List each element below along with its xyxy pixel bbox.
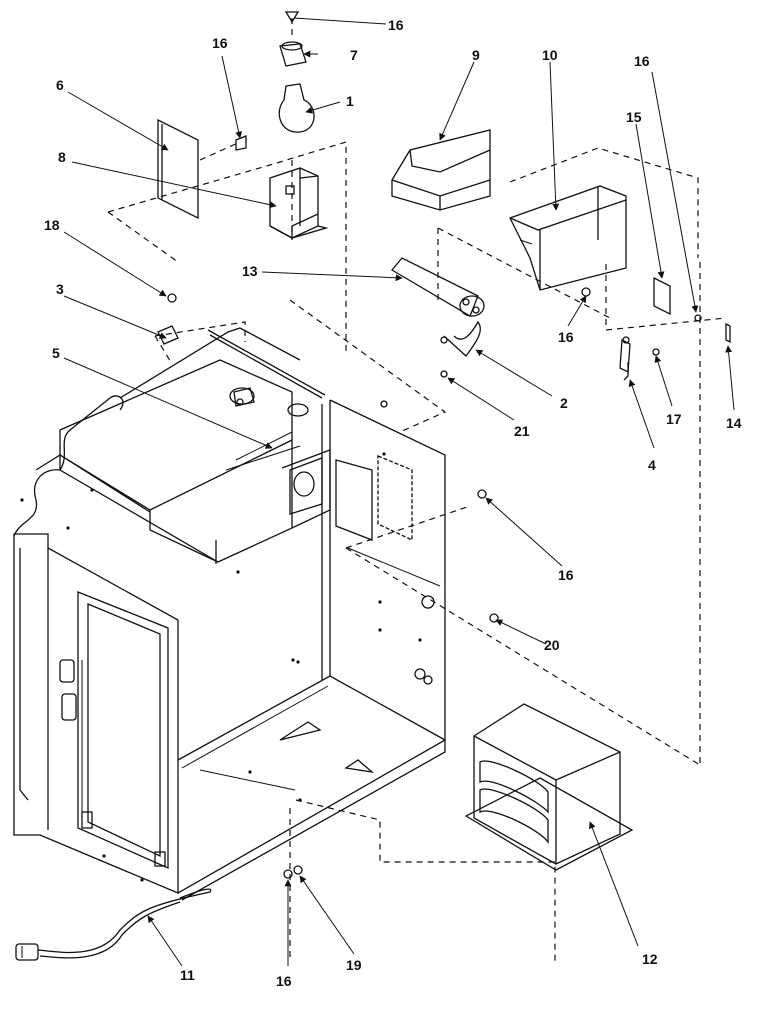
air-duct [391, 129, 491, 211]
callout-14: 14 [726, 415, 742, 431]
callout-3: 3 [56, 281, 64, 297]
callout-21: 21 [514, 423, 530, 439]
callout-12: 12 [642, 951, 658, 967]
lamp-parts [278, 41, 315, 133]
callout-2: 2 [560, 395, 568, 411]
callout-16-right-mid: 16 [558, 329, 574, 345]
transformer [464, 703, 634, 871]
power-cord [15, 888, 212, 961]
assembly-dashed-lines [107, 18, 727, 965]
callout-13: 13 [242, 263, 258, 279]
callout-6: 6 [56, 77, 64, 93]
callout-16-bottom: 16 [276, 973, 292, 989]
callout-20: 20 [544, 637, 560, 653]
cabinet-chassis [13, 327, 446, 901]
callout-labels: 16 7 16 9 10 16 6 1 15 8 18 13 3 16 5 2 … [44, 17, 742, 989]
leader-lines [63, 17, 735, 967]
callout-16-right-low: 16 [558, 567, 574, 583]
callout-17: 17 [666, 411, 682, 427]
cover-plate [157, 118, 199, 220]
screws [157, 11, 702, 879]
small-components [619, 276, 731, 381]
callout-8: 8 [58, 149, 66, 165]
callout-18: 18 [44, 217, 60, 233]
callout-11: 11 [180, 967, 195, 983]
lamp-bracket [269, 167, 329, 239]
callout-5: 5 [52, 345, 60, 361]
callout-16-upper-right: 16 [634, 53, 650, 69]
callout-10: 10 [542, 47, 558, 63]
capacitor [391, 257, 485, 317]
callout-9: 9 [472, 47, 480, 63]
callout-7: 7 [350, 47, 358, 63]
mounting-bracket [509, 185, 627, 291]
callout-16-upper-left: 16 [212, 35, 228, 51]
callout-4: 4 [648, 457, 656, 473]
callout-1: 1 [346, 93, 354, 109]
callout-19: 19 [346, 957, 362, 973]
capacitor-clip [440, 320, 481, 357]
callout-15: 15 [626, 109, 642, 125]
callout-16-top: 16 [388, 17, 404, 33]
